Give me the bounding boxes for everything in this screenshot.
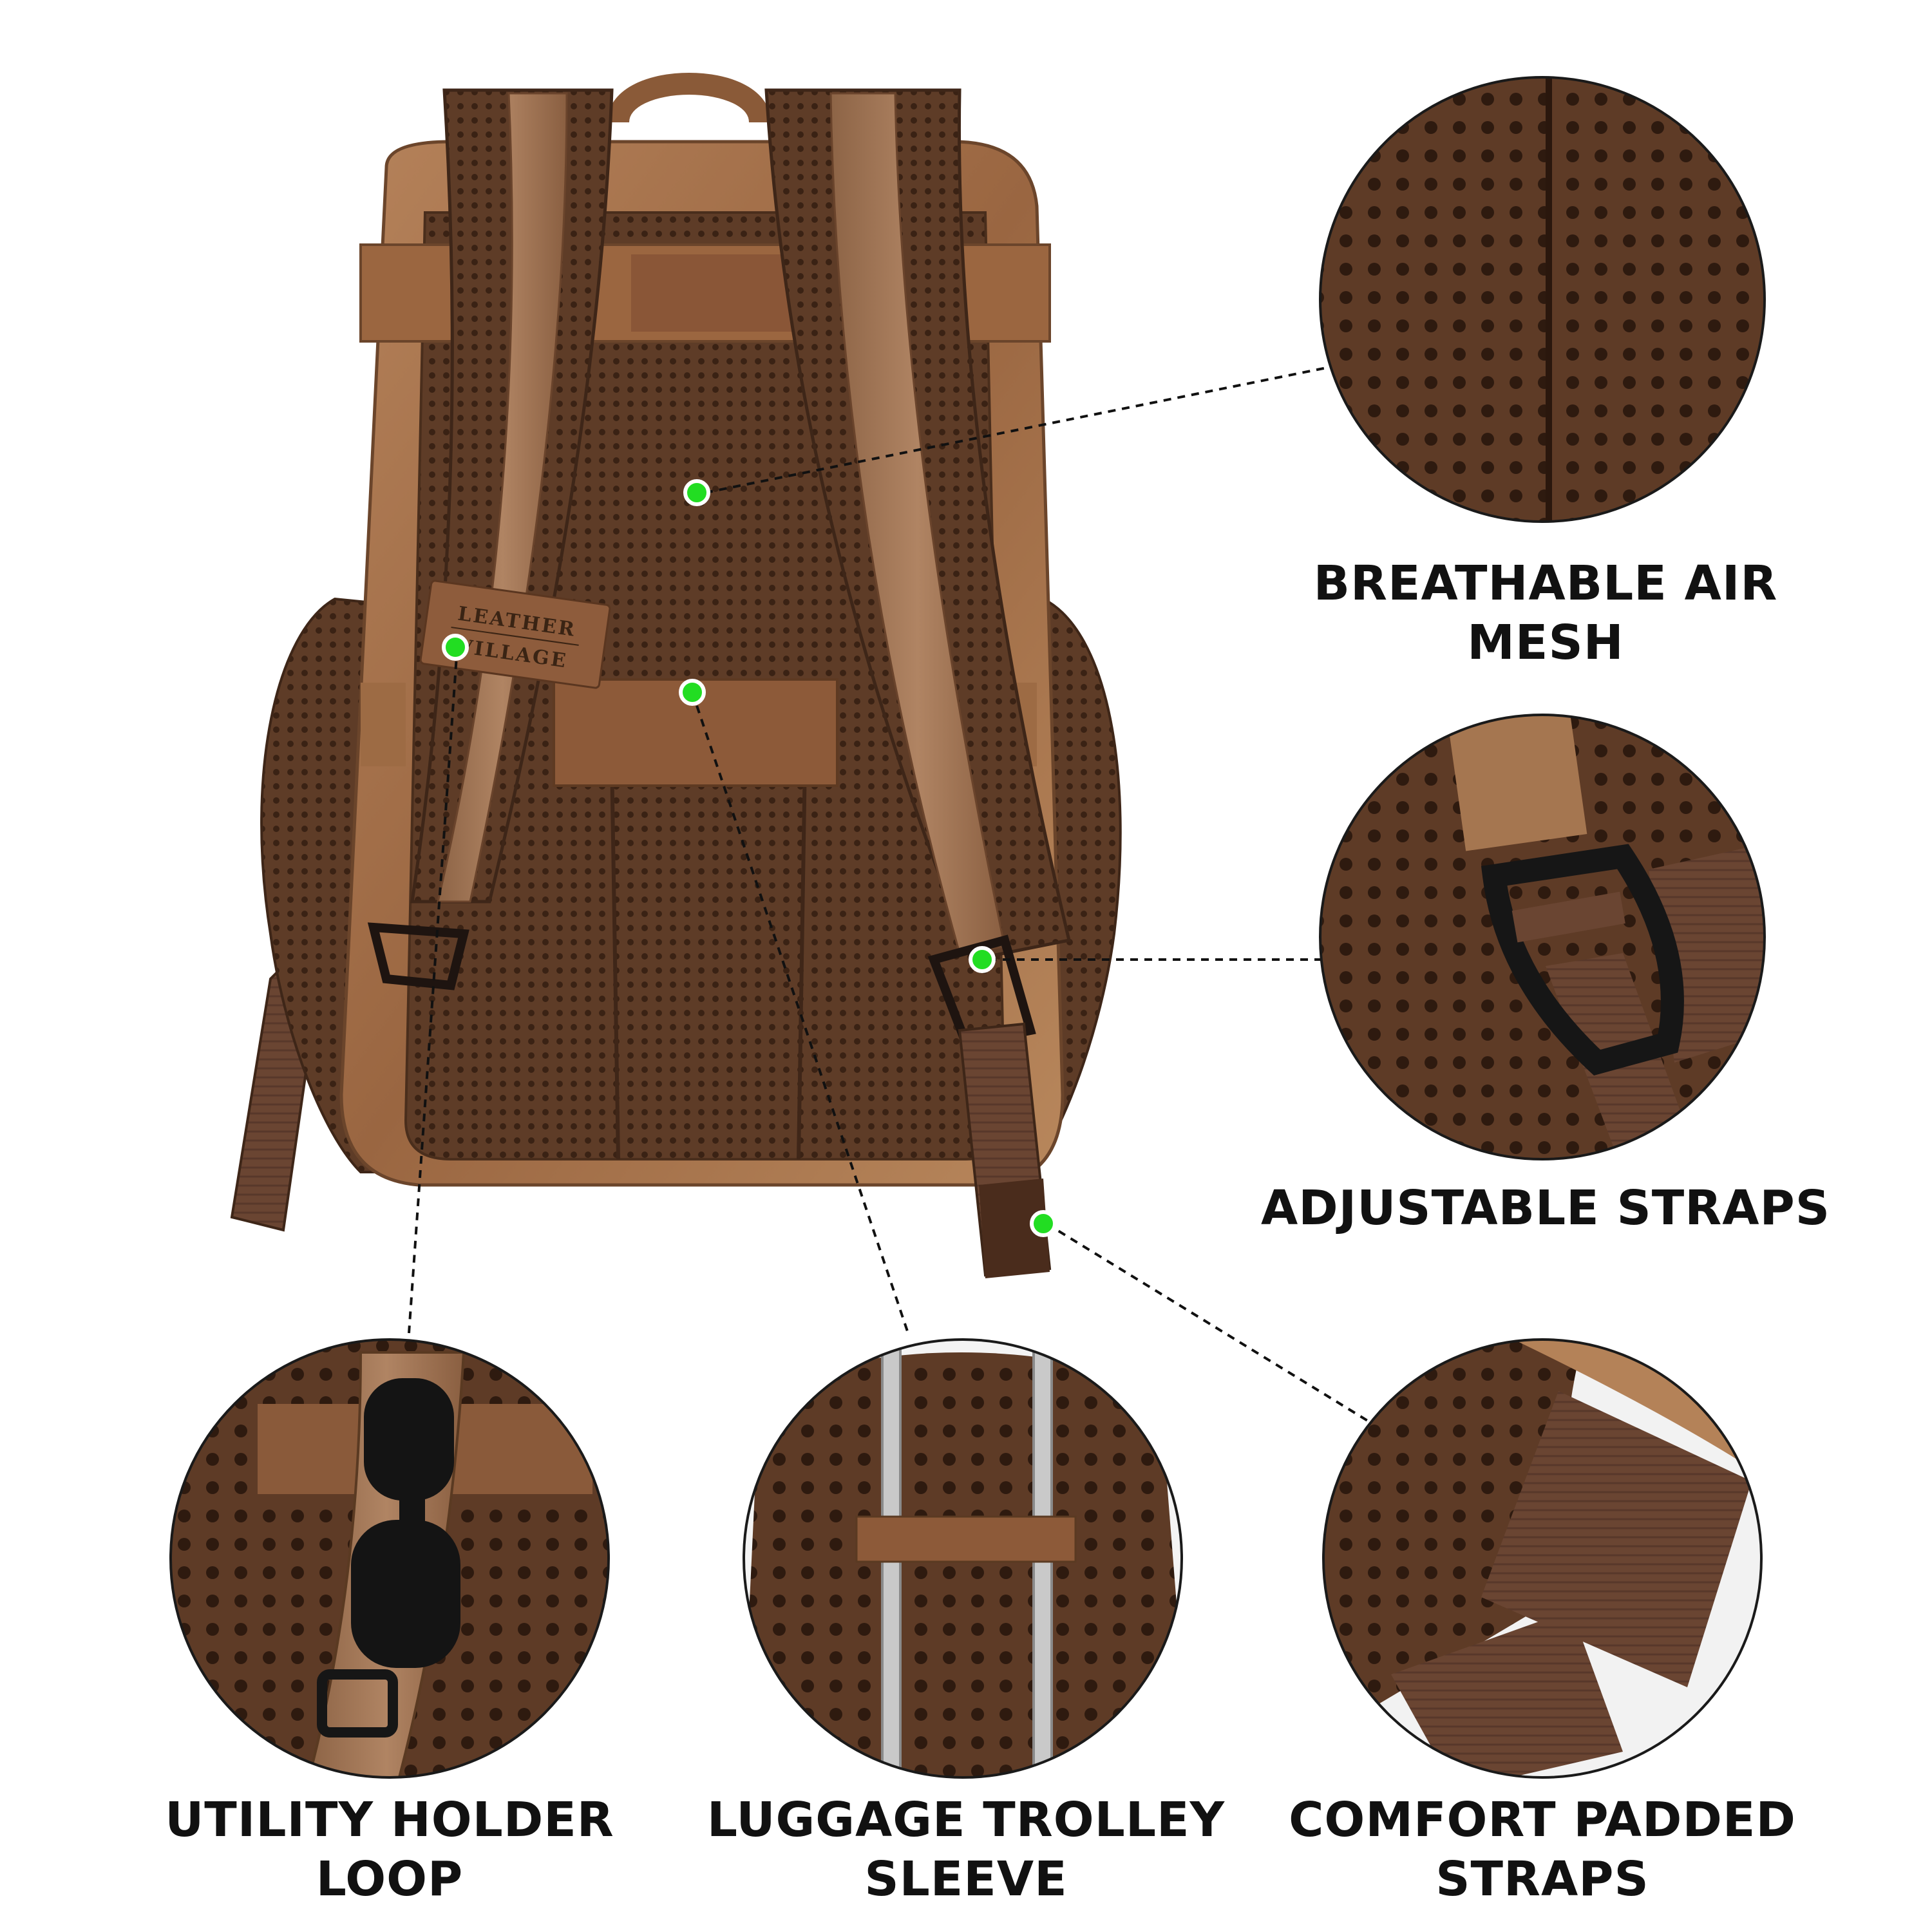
detail-circle-utility: [169, 1338, 610, 1779]
connector-utility: [408, 647, 459, 1334]
marker-mesh: [683, 479, 710, 506]
marker-utility: [442, 634, 469, 661]
label-breathable-air-mesh: BREATHABLE AIR MESH: [1288, 554, 1803, 672]
label-adjustable-straps: ADJUSTABLE STRAPS: [1256, 1179, 1835, 1238]
label-luggage-trolley-sleeve: LUGGAGE TROLLEY SLEEVE: [702, 1790, 1230, 1909]
label-line-2: MESH: [1467, 615, 1624, 670]
label-line-1: LUGGAGE TROLLEY: [706, 1792, 1226, 1848]
label-line-1: UTILITY HOLDER: [165, 1792, 614, 1848]
label-line-1: COMFORT PADDED: [1289, 1792, 1796, 1848]
label-utility-holder-loop: UTILITY HOLDER LOOP: [132, 1790, 647, 1909]
detail-circle-adjustable: [1319, 714, 1766, 1160]
connector-comfort: [1045, 1222, 1373, 1425]
detail-circle-mesh: [1319, 76, 1766, 523]
label-line-1: ADJUSTABLE STRAPS: [1260, 1180, 1831, 1236]
marker-trolley: [679, 679, 706, 706]
connector-mesh: [705, 363, 1347, 494]
marker-adjustable: [969, 946, 996, 973]
label-line-2: SLEEVE: [864, 1852, 1068, 1907]
label-line-2: LOOP: [316, 1852, 464, 1907]
brand-patch: LEATHER VILLAGE: [419, 580, 611, 689]
backpack-illustration: LEATHER VILLAGE: [230, 73, 1122, 1278]
detail-circle-trolley: [743, 1338, 1183, 1779]
detail-circle-comfort: [1322, 1338, 1763, 1779]
marker-comfort: [1030, 1210, 1057, 1237]
feature-markers: [442, 479, 1057, 1237]
label-line-1: BREATHABLE AIR: [1313, 556, 1778, 611]
label-line-2: STRAPS: [1435, 1852, 1649, 1907]
connector-lines: [408, 363, 1373, 1425]
label-comfort-padded-straps: COMFORT PADDED STRAPS: [1282, 1790, 1803, 1909]
